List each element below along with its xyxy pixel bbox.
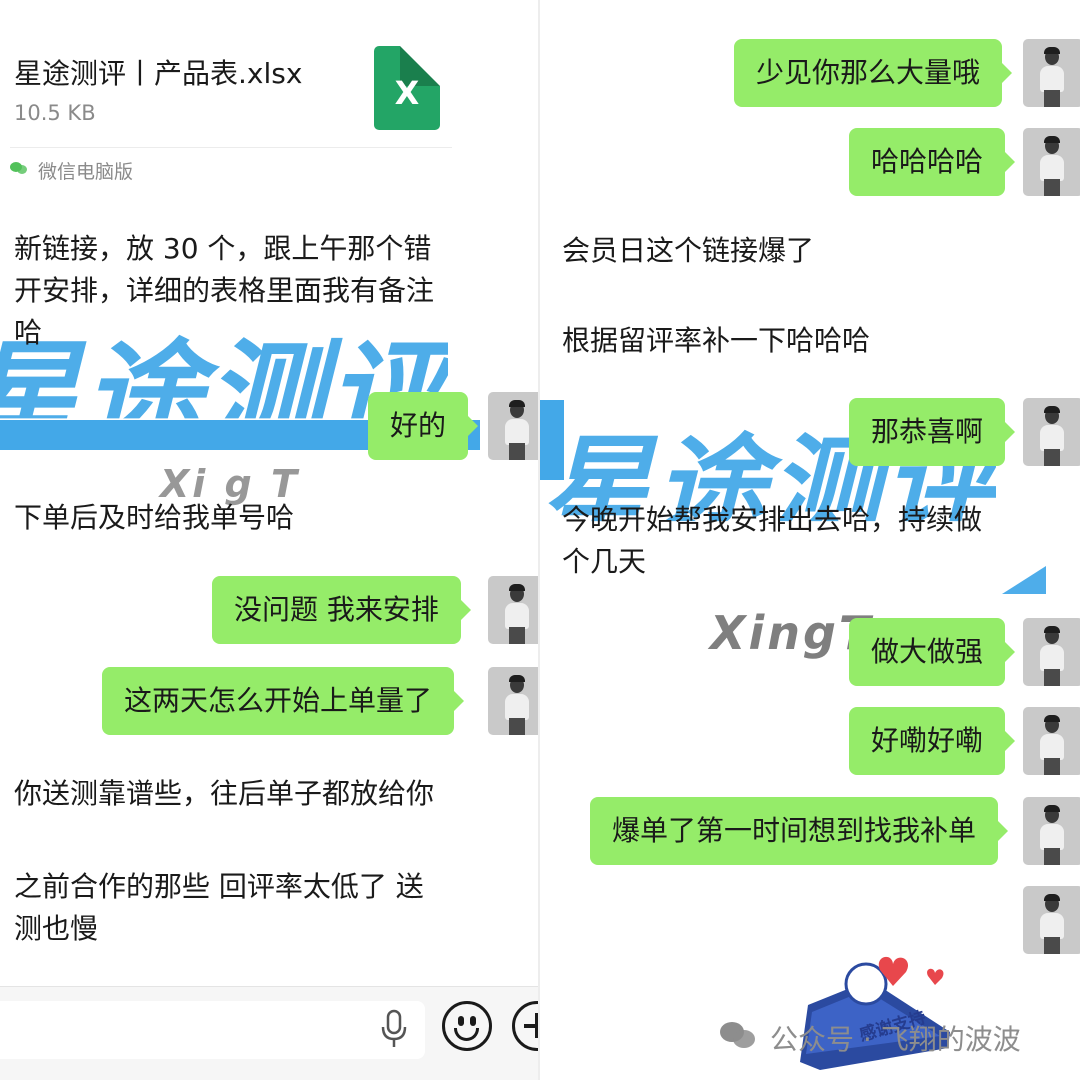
avatar[interactable] <box>1023 886 1080 954</box>
message-line: 今晚开始帮我安排出去哈，持续做 <box>562 503 983 536</box>
chat-bubble-sent[interactable]: 好的 <box>368 392 479 460</box>
avatar[interactable] <box>1023 797 1080 865</box>
avatar[interactable] <box>1023 618 1080 686</box>
wechat-icon <box>10 160 28 174</box>
official-account-label: 公众号 · 飞翔的波波 <box>770 1023 1021 1056</box>
card-divider <box>10 147 452 148</box>
message-line: 测也慢 <box>14 912 99 945</box>
chat-message: 你送测靠谱些，往后单子都放给你 <box>14 777 435 810</box>
chat-message: 下单后及时给我单号哈 <box>14 501 295 534</box>
avatar[interactable] <box>488 667 540 735</box>
avatar[interactable] <box>488 576 540 644</box>
avatar[interactable] <box>1023 128 1080 196</box>
chat-bubble-sent[interactable]: 没问题 我来安排 <box>212 576 471 644</box>
message-line: 哈 <box>14 316 43 349</box>
chat-message: 会员日这个链接爆了 <box>562 234 815 267</box>
excel-icon-letter: X <box>394 74 420 112</box>
avatar[interactable] <box>1023 398 1080 466</box>
chat-bubble-sent[interactable]: 爆单了第一时间想到找我补单 <box>590 797 1009 865</box>
chat-input-bar <box>0 986 540 1080</box>
avatar[interactable] <box>1023 39 1080 107</box>
file-source-label: 微信电脑版 <box>38 161 134 183</box>
message-line: 之前合作的那些 回评率太低了 送 <box>14 870 424 903</box>
chat-bubble-sent[interactable]: 这两天怎么开始上单量了 <box>102 667 465 735</box>
file-size: 10.5 KB <box>14 101 96 125</box>
thanks-sticker <box>800 956 950 1070</box>
chat-bubble-sent[interactable]: 那恭喜啊 <box>849 398 1016 466</box>
microphone-icon[interactable] <box>380 1009 408 1049</box>
avatar[interactable] <box>488 392 540 460</box>
message-line: 新链接，放 30 个，跟上午那个错 <box>14 232 432 265</box>
watermark-latin-left: Xi g T <box>160 462 300 506</box>
message-input[interactable] <box>0 1001 425 1059</box>
chat-message: 今晚开始帮我安排出去哈，持续做 个几天 <box>562 499 982 583</box>
chat-message: 新链接，放 30 个，跟上午那个错 开安排，详细的表格里面我有备注 哈 <box>14 228 434 354</box>
chat-message: 之前合作的那些 回评率太低了 送 测也慢 <box>14 866 424 950</box>
chat-bubble-sent[interactable]: 做大做强 <box>849 618 1016 686</box>
message-line: 个几天 <box>562 545 647 578</box>
plus-icon[interactable] <box>512 1001 540 1051</box>
chat-message: 根据留评率补一下哈哈哈 <box>562 324 871 357</box>
left-chat-panel: 星途测评 Xi g T 星途测评丨产品表.xlsx 10.5 KB X 微信电脑… <box>0 0 540 1080</box>
watermark-bar-right <box>540 400 564 480</box>
right-chat-panel: 星途测评 XingT 少见你那么大量哦 哈哈哈哈 会员日这个链接爆了 根据留评率… <box>540 0 1080 1080</box>
avatar[interactable] <box>1023 707 1080 775</box>
emoji-icon[interactable] <box>442 1001 492 1051</box>
excel-file-icon: X <box>374 46 440 130</box>
chat-bubble-sent[interactable]: 好嘞好嘞 <box>849 707 1016 775</box>
watermark-triangle <box>1002 566 1046 594</box>
file-name: 星途测评丨产品表.xlsx <box>14 57 303 90</box>
message-line: 开安排，详细的表格里面我有备注 <box>14 274 435 307</box>
chat-bubble-sent[interactable]: 少见你那么大量哦 <box>734 39 1013 107</box>
file-message-card[interactable]: 星途测评丨产品表.xlsx 10.5 KB X 微信电脑版 <box>0 0 460 190</box>
chat-bubble-sent[interactable]: 哈哈哈哈 <box>849 128 1016 196</box>
wechat-icon <box>720 1020 760 1052</box>
watermark-latin-right: XingT <box>710 606 874 660</box>
